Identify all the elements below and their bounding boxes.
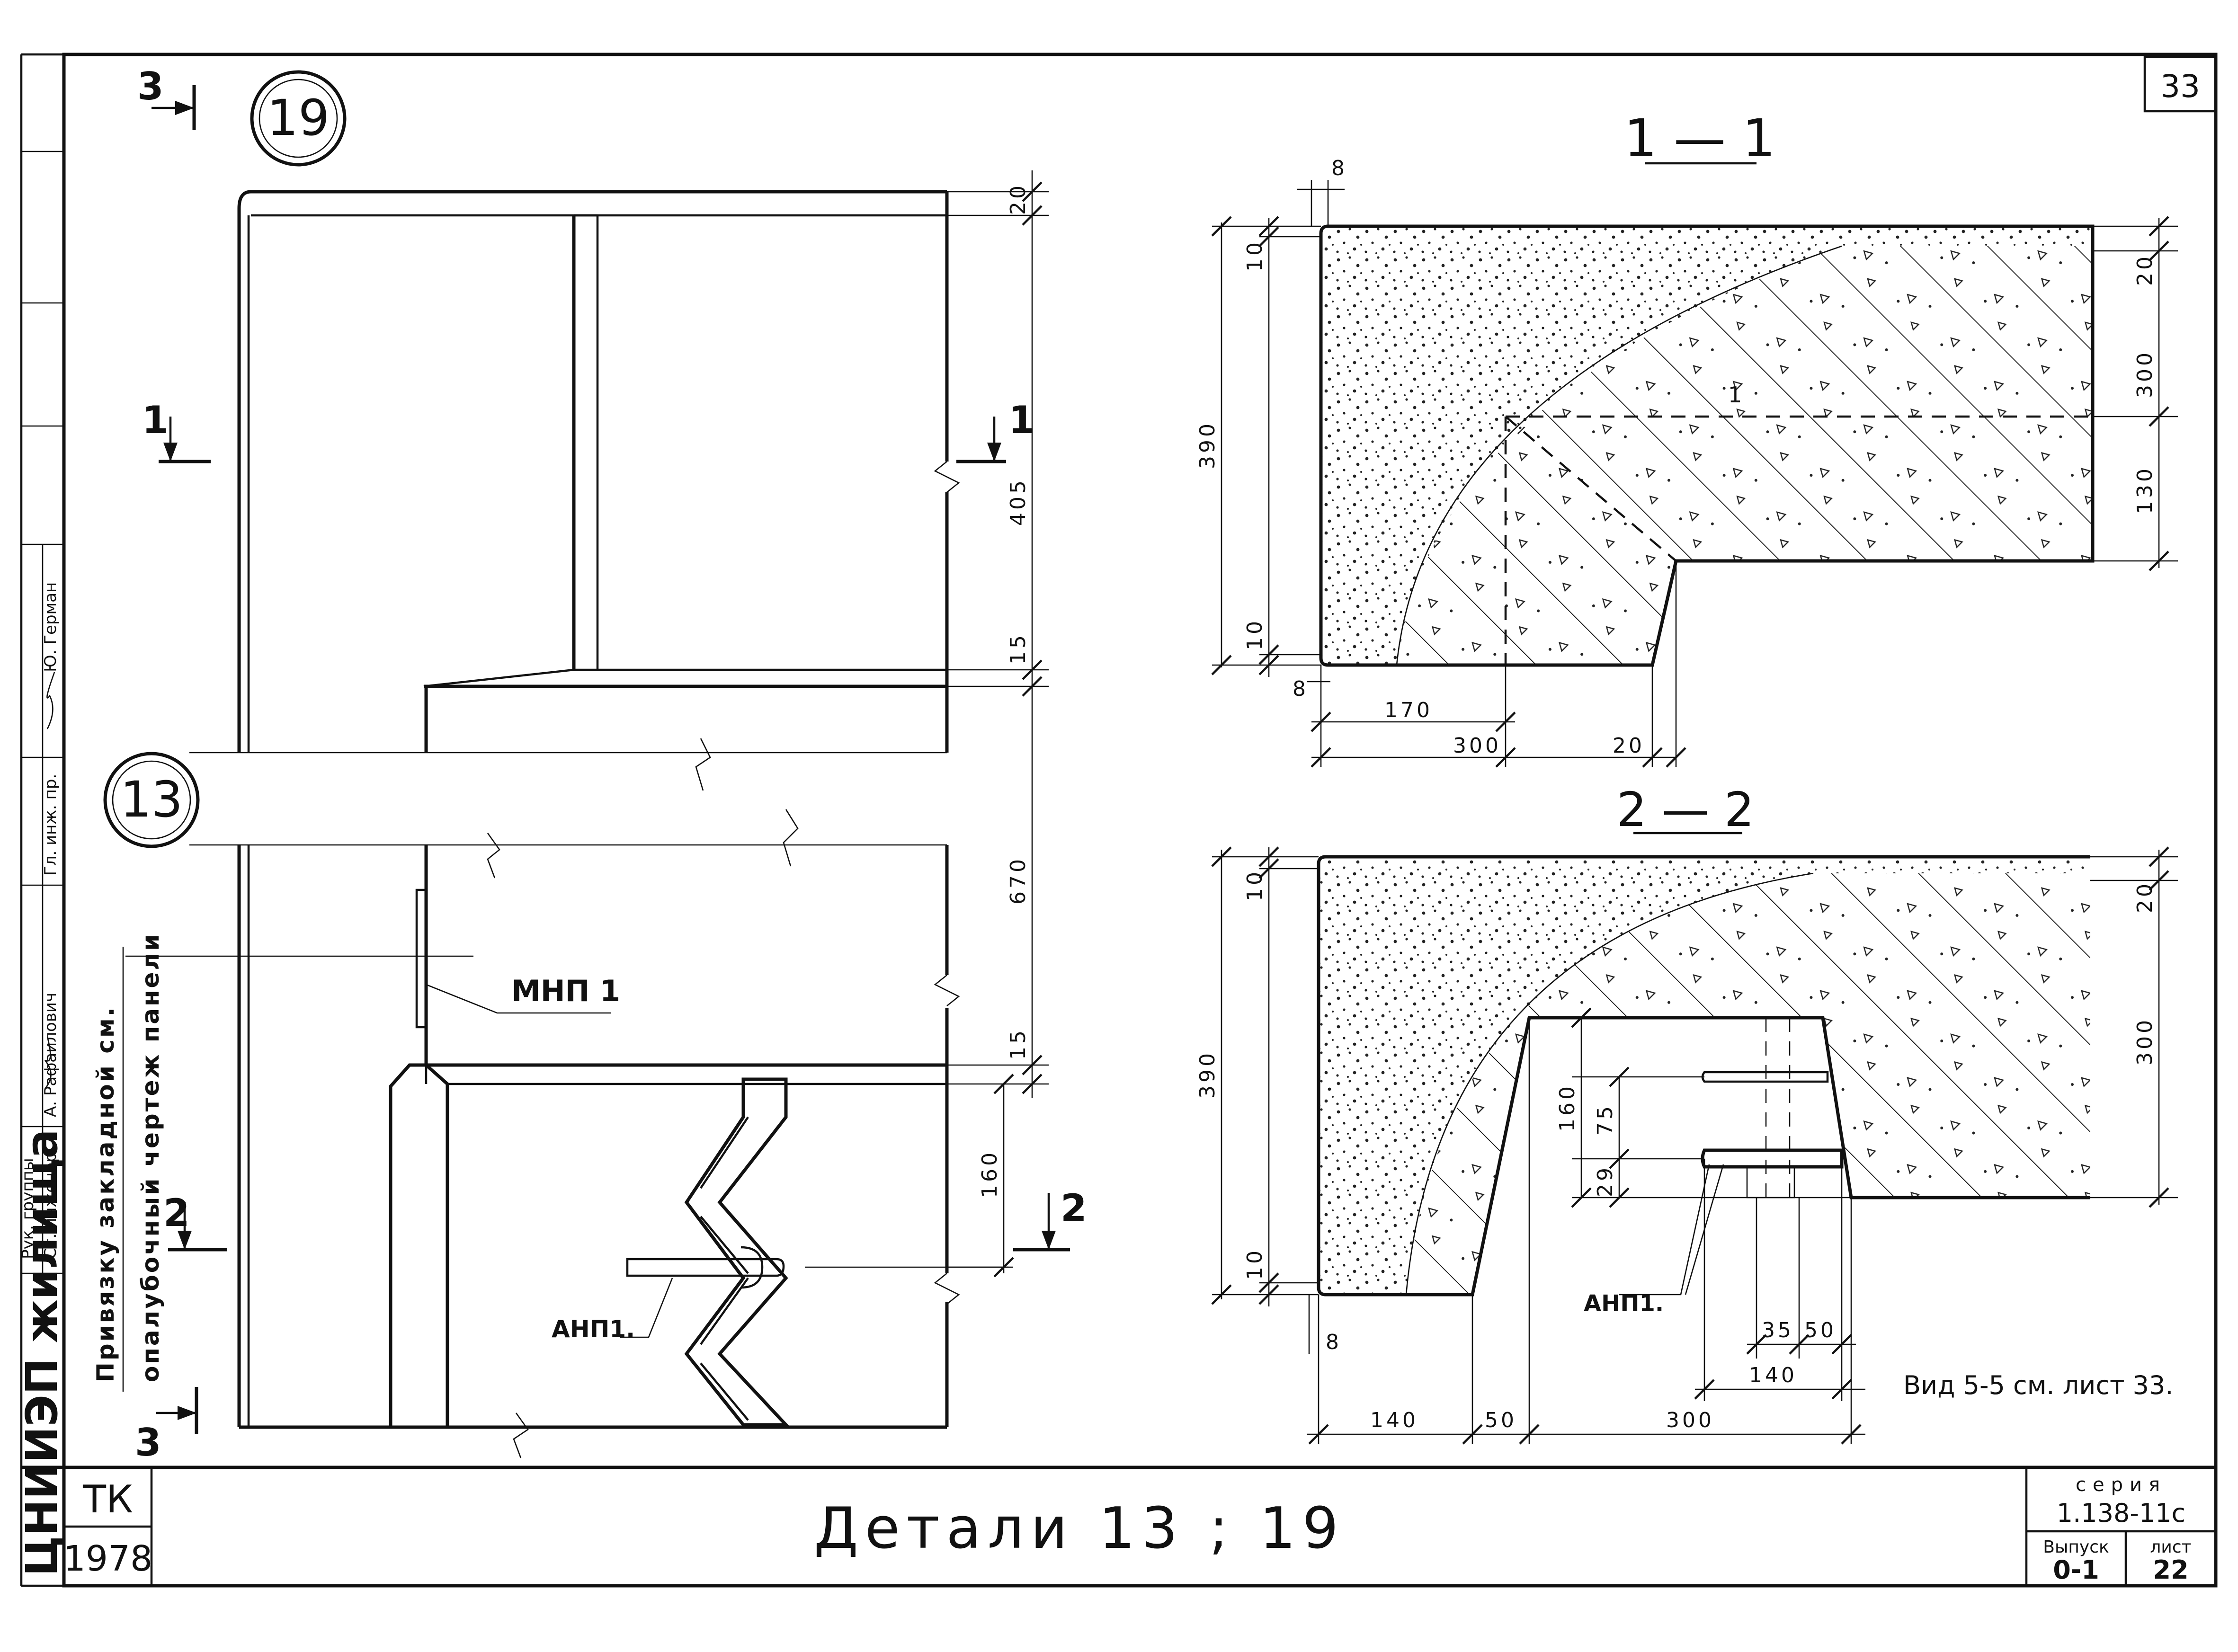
- s1-dim-20r: 20: [2133, 254, 2157, 286]
- cut-mark-1-right: 1: [956, 398, 1035, 463]
- s1-dim-130: 130: [2133, 466, 2157, 514]
- cut-1-left-label: 1: [142, 398, 169, 442]
- s2-dim-300r: 300: [2133, 1017, 2157, 1066]
- section-1-1: 1 — 1 1 390 10 10 8 8: [1195, 108, 2178, 768]
- section-1-1-title: 1 — 1: [1624, 108, 1775, 169]
- sheet-frame: [20, 53, 2218, 1588]
- s2-dim-390: 390: [1195, 1050, 1220, 1099]
- s2-dim-300b: 300: [1666, 1408, 1714, 1432]
- s2-dim-50b: 50: [1485, 1408, 1517, 1432]
- year: 1978: [63, 1538, 152, 1579]
- elev-dim-15b: 15: [1006, 1028, 1030, 1060]
- cut-mark-2-left: 2: [163, 1191, 227, 1252]
- cut-mark-3-top: 3: [137, 64, 196, 130]
- section-2-2-title: 2 — 2: [1617, 782, 1755, 837]
- elev-dim-405: 405: [1006, 478, 1030, 526]
- org-code: ТК: [82, 1477, 133, 1521]
- cut-3-bottom-label: 3: [135, 1421, 161, 1465]
- s2-dim-75: 75: [1593, 1103, 1617, 1136]
- cut-mark-3-bottom: 3: [135, 1387, 198, 1465]
- s2-dim-10b: 10: [1243, 1248, 1267, 1280]
- s2-dim-160: 160: [1555, 1084, 1579, 1132]
- elev-dim-20: 20: [1006, 183, 1030, 215]
- side-stamp: ЦНИИЭП жилища Рук. группы Ст. инженер Гл…: [17, 582, 67, 1576]
- issue-label: Выпуск: [2043, 1537, 2109, 1557]
- stamp-role-3: Гл. инж. пр.: [41, 774, 60, 876]
- cut-1-right-label: 1: [1008, 398, 1035, 442]
- s2-dim-29: 29: [1593, 1165, 1617, 1197]
- node-13: 13: [103, 752, 200, 848]
- sheet-value: 22: [2153, 1555, 2188, 1585]
- section-2-2: 2 — 2 АНП1. 390 10 10 8: [1195, 782, 2178, 1445]
- note-line-1: Привязку закладной см.: [92, 1005, 119, 1382]
- view-5-5-note: Вид 5-5 см. лист 33.: [1903, 1370, 2174, 1400]
- label-anp-section: АНП1.: [1584, 1290, 1664, 1317]
- s1-dim-170: 170: [1384, 698, 1433, 722]
- label-anp-elev: АНП1.: [552, 1315, 635, 1343]
- page-number: 33: [2160, 68, 2200, 105]
- series-value: 1.138-11с: [2057, 1498, 2185, 1528]
- cut-mark-2-right: 2: [1013, 1186, 1087, 1252]
- stamp-role-2: Ст. инженер: [41, 1152, 60, 1259]
- s2-dim-140a: 140: [1749, 1363, 1797, 1387]
- node-19-label: 19: [267, 89, 330, 147]
- node-19: 19: [250, 70, 347, 167]
- s1-dim-390: 390: [1195, 421, 1220, 469]
- s1-dim-20b: 20: [1613, 734, 1645, 758]
- page-number-box: 33: [2143, 55, 2217, 113]
- s1-dim-300b: 300: [1453, 734, 1501, 758]
- cut-mark-1-left: 1: [142, 398, 211, 463]
- elevation-view: 19 13: [92, 64, 1087, 1465]
- stamp-role-1: Рук. группы: [18, 1158, 37, 1259]
- signature-mark: [45, 672, 55, 1089]
- s2-dim-10a: 10: [1243, 869, 1267, 901]
- s2-dim-35: 35: [1762, 1318, 1794, 1342]
- cut-2-left-label: 2: [163, 1191, 190, 1235]
- section-1-1-mark: 1: [1728, 382, 1742, 408]
- s1-dim-300r: 300: [2133, 350, 2157, 398]
- elev-dim-160: 160: [978, 1150, 1002, 1198]
- cut-3-top-label: 3: [137, 64, 164, 108]
- s1-dim-10b: 10: [1243, 618, 1267, 650]
- s1-dim-8a: 8: [1331, 156, 1347, 180]
- s1-dim-8b: 8: [1293, 677, 1309, 701]
- s2-dim-20r: 20: [2133, 881, 2157, 913]
- s2-dim-140b: 140: [1370, 1408, 1418, 1432]
- stamp-name-2: Ю. Герман: [41, 582, 60, 672]
- elevation-dimensions: 20 405 15 670 15 160: [947, 170, 1049, 1278]
- title-block: ТК 1978 Детали 13 ; 19 серия 1.138-11с В…: [21, 1465, 2216, 1586]
- note-line-2: опалубочный чертеж панели: [137, 933, 164, 1382]
- sheet-title: Детали 13 ; 19: [814, 1496, 1345, 1562]
- series-label: серия: [2076, 1474, 2167, 1496]
- elev-dim-670: 670: [1006, 856, 1030, 905]
- issue-value: 0-1: [2053, 1555, 2099, 1585]
- stamp-org-vertical: ЦНИИЭП жилища: [17, 1129, 67, 1576]
- label-mnp: МНП 1: [511, 974, 620, 1008]
- node-13-label: 13: [120, 771, 183, 828]
- elev-dim-15a: 15: [1006, 632, 1030, 665]
- s2-dim-50a: 50: [1804, 1318, 1837, 1342]
- cut-2-right-label: 2: [1061, 1186, 1087, 1230]
- sheet-label: лист: [2150, 1537, 2191, 1557]
- s1-dim-10a: 10: [1243, 240, 1267, 272]
- s2-dim-8: 8: [1326, 1330, 1342, 1354]
